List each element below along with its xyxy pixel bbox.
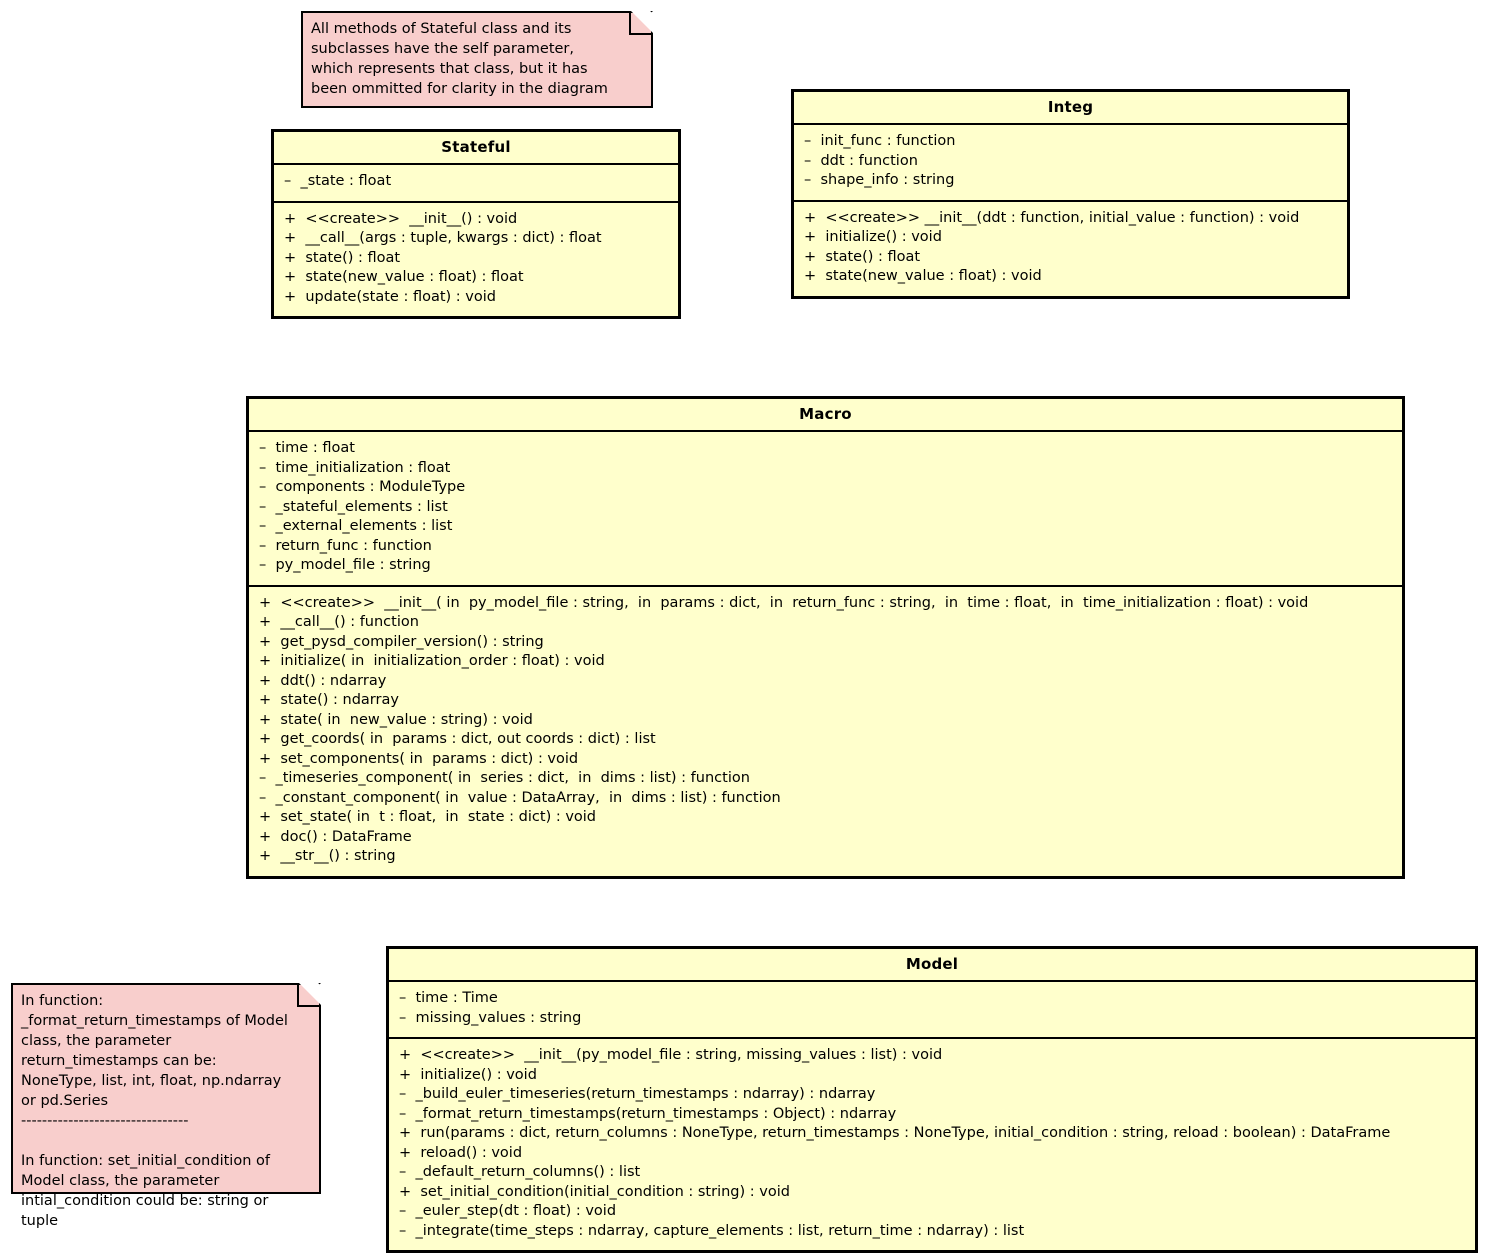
class-method: + state( in new_value : string) : void	[259, 711, 533, 728]
note-line: which represents that class, but it has	[311, 61, 588, 77]
class-attributes-compartment: – time : Time – missing_values : string	[389, 982, 1475, 1039]
note-fold-edge-icon	[297, 985, 319, 1007]
class-attribute: – _state : float	[284, 173, 392, 189]
note-line: intial_condition could be: string or	[21, 1193, 269, 1209]
class-attribute: – ddt : function	[804, 152, 918, 169]
class-attributes-compartment: – time : float – time_initialization : f…	[249, 432, 1402, 587]
class-title: Stateful	[274, 132, 678, 165]
class-attribute: – time : Time	[399, 990, 498, 1006]
note-line: or pd.Series	[21, 1093, 109, 1109]
uml-class-stateful[interactable]: Stateful – _state : float + <<create>> _…	[271, 129, 681, 319]
class-method: + __str__() : string	[259, 848, 396, 864]
note-fold-corner-icon	[631, 11, 653, 33]
note-line: class, the parameter	[21, 1033, 172, 1049]
class-method: + initialize() : void	[804, 229, 942, 245]
class-methods-compartment: + <<create>> __init__(ddt : function, in…	[794, 202, 1347, 296]
class-attribute: – missing_values : string	[399, 1009, 582, 1026]
class-method: + <<create>> __init__( in py_model_file …	[259, 594, 1309, 611]
note-line	[21, 1131, 311, 1151]
class-method: + <<create>> __init__() : void	[284, 210, 518, 227]
note-line: NoneType, list, int, float, np.ndarray	[21, 1073, 282, 1089]
class-method: – _euler_step(dt : float) : void	[399, 1203, 617, 1219]
class-method: + set_initial_condition(initial_conditio…	[399, 1183, 790, 1200]
note-line: In function: set_initial_condition of	[21, 1153, 270, 1169]
class-method: + <<create>> __init__(py_model_file : st…	[399, 1047, 943, 1063]
uml-class-macro[interactable]: Macro – time : float – time_initializati…	[246, 396, 1405, 879]
note-stateful-self-parameter: All methods of Stateful class and its su…	[301, 11, 653, 108]
note-separator: --------------------------------	[21, 1113, 189, 1129]
note-line: return_timestamps can be:	[21, 1053, 217, 1069]
class-method: + __call__() : function	[259, 614, 419, 630]
class-methods-compartment: + <<create>> __init__() : void + __call_…	[274, 203, 678, 317]
note-line: subclasses have the self parameter,	[311, 41, 574, 57]
class-method: + <<create>> __init__(ddt : function, in…	[804, 209, 1300, 226]
class-method: + state(new_value : float) : float	[284, 269, 524, 285]
class-attribute: – time_initialization : float	[259, 459, 451, 476]
class-method: + ddt() : ndarray	[259, 672, 387, 689]
class-method: + initialize( in initialization_order : …	[259, 653, 605, 669]
class-attribute: – components : ModuleType	[259, 479, 466, 495]
class-method: + set_state( in t : float, in state : di…	[259, 809, 597, 825]
class-method: + state() : ndarray	[259, 692, 399, 708]
class-method: – _default_return_columns() : list	[399, 1164, 641, 1180]
class-method: + reload() : void	[399, 1144, 523, 1161]
class-method: – _build_euler_timeseries(return_timesta…	[399, 1086, 876, 1102]
class-method: + state() : float	[284, 249, 401, 266]
class-method: + doc() : DataFrame	[259, 828, 412, 845]
class-method: + set_components( in params : dict) : vo…	[259, 750, 579, 767]
class-attribute: – time : float	[259, 440, 355, 456]
note-model-parameters: In function: _format_return_timestamps o…	[11, 983, 321, 1229]
note-line: All methods of Stateful class and its	[311, 21, 572, 37]
class-attribute: – _external_elements : list	[259, 518, 453, 534]
note-fold-edge-icon	[629, 13, 651, 35]
class-method: + get_coords( in params : dict, out coor…	[259, 731, 656, 747]
class-method: – _integrate(time_steps : ndarray, captu…	[399, 1222, 1025, 1239]
class-attribute: – init_func : function	[804, 133, 956, 149]
class-attribute: – return_func : function	[259, 537, 432, 554]
note-line: been ommitted for clarity in the diagram	[311, 81, 608, 97]
class-attributes-compartment: – init_func : function – ddt : function …	[794, 125, 1347, 202]
note-line: In function:	[21, 993, 104, 1009]
class-title: Macro	[249, 399, 1402, 432]
class-methods-compartment: + <<create>> __init__( in py_model_file …	[249, 587, 1402, 876]
class-method: + get_pysd_compiler_version() : string	[259, 633, 544, 650]
class-method: + __call__(args : tuple, kwargs : dict) …	[284, 230, 602, 246]
note-line: tuple	[21, 1213, 59, 1229]
note-fold-corner-icon	[299, 983, 321, 1005]
class-method: + state() : float	[804, 248, 921, 265]
class-method: – _format_return_timestamps(return_times…	[399, 1105, 897, 1122]
note-line: _format_return_timestamps of Model	[21, 1013, 288, 1029]
class-method: – _constant_component( in value : DataAr…	[259, 789, 781, 806]
class-method: + initialize() : void	[399, 1066, 537, 1083]
class-method: + state(new_value : float) : void	[804, 268, 1042, 284]
uml-class-model[interactable]: Model – time : Time – missing_values : s…	[386, 946, 1478, 1253]
class-title: Integ	[794, 92, 1347, 125]
class-attribute: – py_model_file : string	[259, 557, 431, 573]
uml-class-integ[interactable]: Integ – init_func : function – ddt : fun…	[791, 89, 1350, 299]
class-methods-compartment: + <<create>> __init__(py_model_file : st…	[389, 1039, 1475, 1250]
class-title: Model	[389, 949, 1475, 982]
class-method: + update(state : float) : void	[284, 288, 496, 305]
note-line: Model class, the parameter	[21, 1173, 220, 1189]
class-method: + run(params : dict, return_columns : No…	[399, 1125, 1391, 1141]
class-attribute: – _stateful_elements : list	[259, 498, 448, 515]
class-attribute: – shape_info : string	[804, 172, 955, 188]
class-method: – _timeseries_component( in series : dic…	[259, 770, 750, 786]
class-attributes-compartment: – _state : float	[274, 165, 678, 203]
